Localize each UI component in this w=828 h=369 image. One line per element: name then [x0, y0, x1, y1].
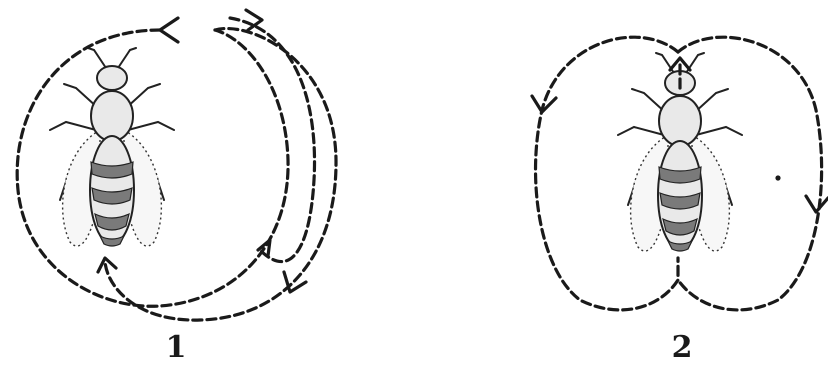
panel-label-2: 2 [652, 330, 712, 365]
arrow-right-loop [806, 196, 828, 212]
speck [775, 175, 780, 180]
waggle-dance-panel [532, 37, 828, 310]
arrow-top-left [160, 18, 178, 42]
round-dance-crossing-loop [230, 18, 315, 262]
panel-label-1: 1 [146, 330, 206, 365]
round-dance-panel [17, 10, 336, 320]
bee-illustration-1 [50, 48, 174, 246]
